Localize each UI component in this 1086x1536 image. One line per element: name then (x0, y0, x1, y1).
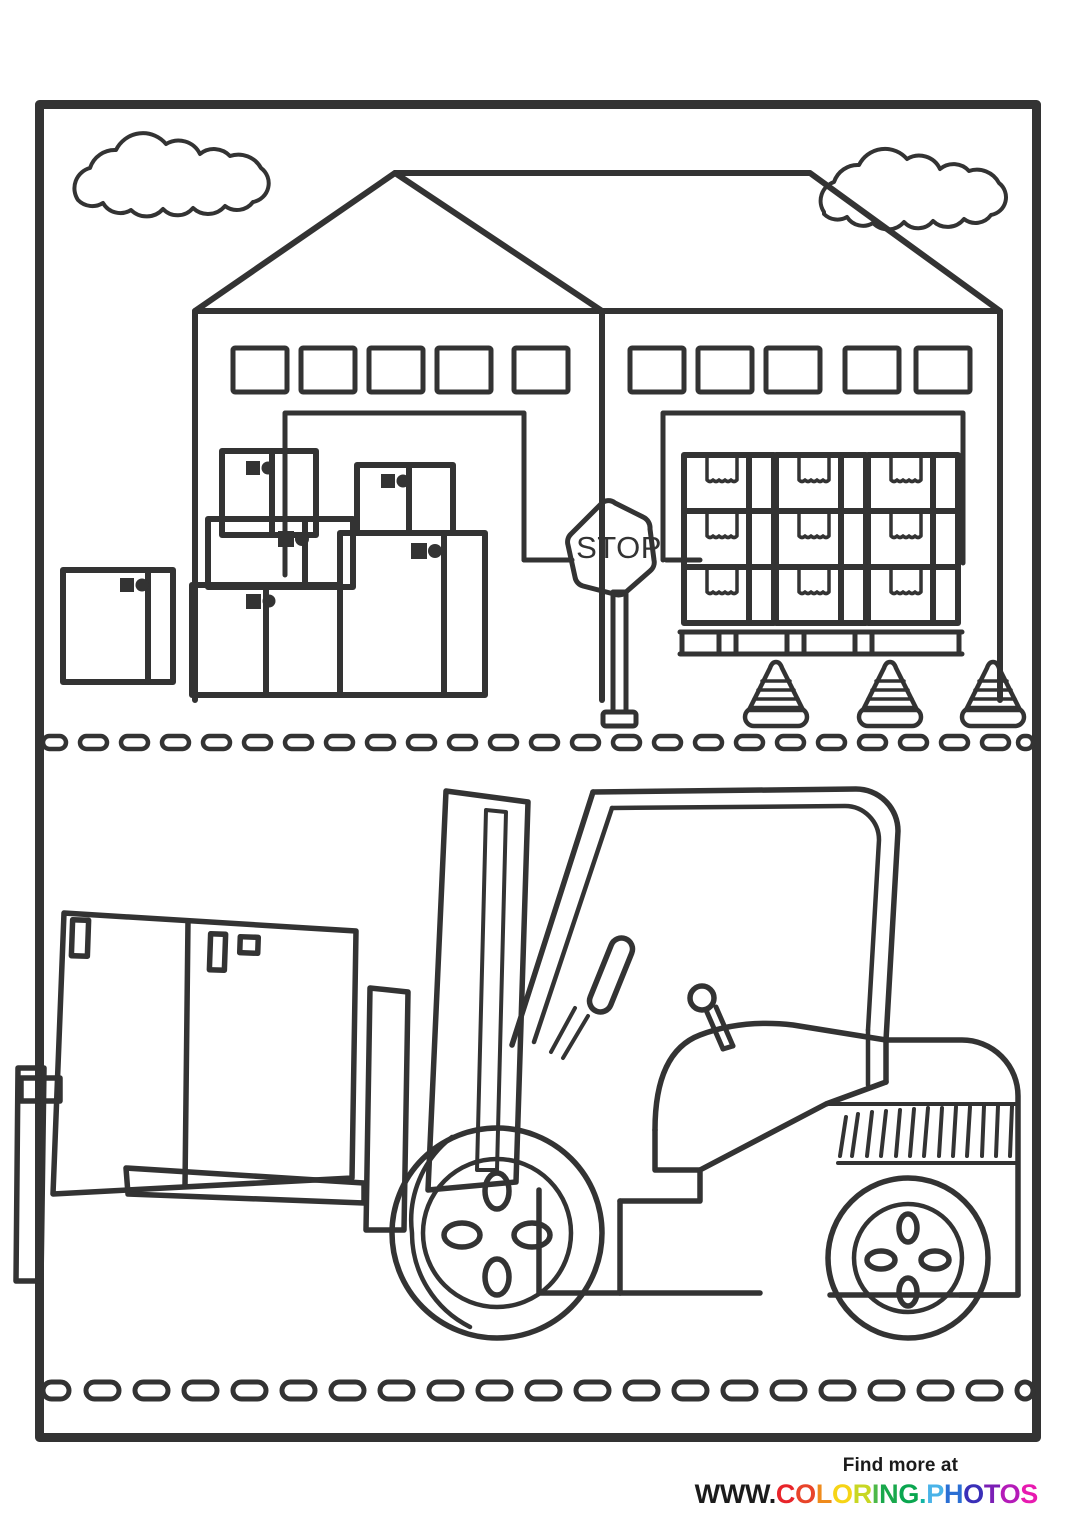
box-item (354, 462, 456, 536)
site-url: WWW.COLORING.PHOTOS (0, 1479, 1039, 1510)
find-more-label: Find more at (842, 1455, 958, 1476)
road-dash-line-top (40, 733, 1036, 752)
warehouse-windows-right (627, 345, 973, 395)
url-letter-1: O (795, 1479, 816, 1510)
seat (617, 1020, 889, 1204)
pallet-box (681, 452, 777, 514)
box-item (60, 567, 176, 685)
url-letter-14: S (1020, 1479, 1038, 1510)
traffic-cone (856, 659, 924, 729)
url-letter-2: L (815, 1479, 833, 1510)
pallet-box (865, 508, 961, 570)
cab-roof-frame (509, 786, 901, 1088)
load-crate (50, 910, 359, 1197)
url-letter-11: O (963, 1479, 984, 1510)
rear-wheel (825, 1175, 991, 1341)
warehouse-roof-hip-line (392, 170, 605, 314)
cloud-left-icon (72, 131, 271, 219)
pallet-box (773, 452, 869, 514)
url-letter-9: P (926, 1479, 944, 1510)
traffic-cone-row (742, 659, 1027, 729)
rear-wheel-hub (864, 1211, 952, 1309)
url-letter-13: O (999, 1479, 1021, 1510)
pallet (677, 629, 965, 657)
front-wheel (389, 1125, 605, 1341)
url-letter-10: H (943, 1479, 964, 1510)
steering-wheel (549, 935, 636, 1060)
warehouse-windows-left (230, 345, 571, 395)
stop-sign-base (600, 709, 639, 729)
url-letter-5: I (871, 1479, 880, 1510)
road-dash-line-bottom (40, 1379, 1036, 1402)
hood-vents (838, 1104, 1014, 1158)
pallet-box-grid (677, 452, 965, 657)
url-letter-0: C (775, 1479, 796, 1510)
pallet-box (865, 564, 961, 626)
url-letter-8: . (919, 1479, 927, 1510)
url-colored-letters: COLORING.PHOTOS (776, 1479, 1038, 1509)
box-item (205, 516, 356, 590)
pallet-box (865, 452, 961, 514)
traffic-cone (959, 659, 1027, 729)
cloud-right-icon (818, 146, 1008, 232)
url-letter-4: R (852, 1479, 873, 1510)
forks (13, 985, 411, 1284)
stop-sign-plate (565, 498, 657, 598)
traffic-cone (742, 659, 810, 729)
door-left (282, 410, 527, 578)
warehouse-building (192, 170, 1003, 703)
box-stack-left (60, 448, 488, 698)
stop-sign-pole (610, 589, 629, 715)
url-prefix: WWW. (694, 1479, 777, 1510)
mast (425, 788, 531, 1193)
box-item (189, 582, 343, 698)
pallet-box (773, 508, 869, 570)
stop-sign: STOP (521, 498, 703, 729)
url-letter-12: T (983, 1479, 1000, 1510)
pallet-box (681, 564, 777, 626)
forklift (13, 786, 1021, 1341)
door-right (660, 410, 966, 566)
url-letter-6: N (879, 1479, 899, 1510)
front-wheel-hub (441, 1170, 553, 1298)
page-border (35, 100, 1041, 1442)
control-lever (687, 983, 736, 1052)
stop-sign-label: STOP (576, 530, 662, 565)
warehouse-roof (192, 170, 1003, 314)
url-letter-7: G (898, 1479, 920, 1510)
box-item (219, 448, 319, 538)
footer: Find more at WWW.COLORING.PHOTOS (0, 1455, 1086, 1510)
box-item (337, 530, 488, 698)
pallet-box (773, 564, 869, 626)
url-letter-3: O (832, 1479, 853, 1510)
